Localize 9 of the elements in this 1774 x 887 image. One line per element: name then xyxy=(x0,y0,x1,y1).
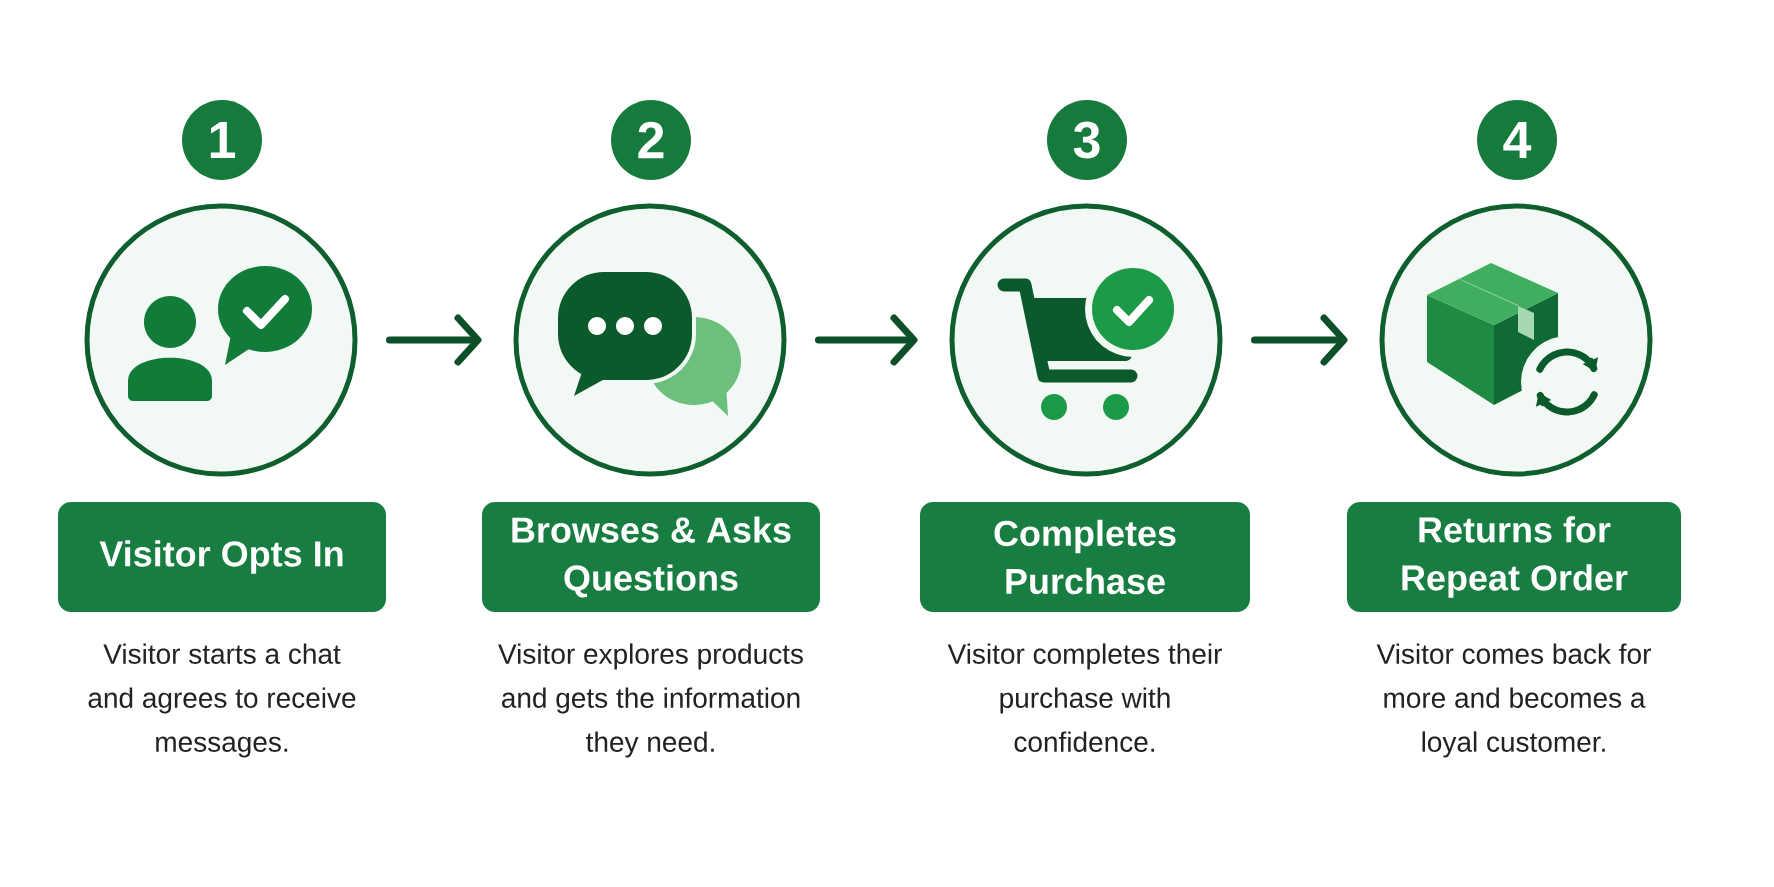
arrow xyxy=(815,314,918,366)
title-box: Visitor Opts In xyxy=(58,502,386,612)
title-box: Completes Purchase xyxy=(920,502,1250,612)
step-description: Visitor comes back for more and becomes a loyal customer. xyxy=(1376,643,1651,758)
step-description: Visitor completes their purchase with confidence. xyxy=(947,643,1222,752)
step-description: Visitor explores products and gets the information they need. xyxy=(498,643,803,758)
title-box: Returns for Repeat Order xyxy=(1347,502,1681,612)
step-description: Visitor starts a chat and agrees to receive messages. xyxy=(88,643,356,758)
title-box: Browses & Asks Questions xyxy=(482,502,820,612)
